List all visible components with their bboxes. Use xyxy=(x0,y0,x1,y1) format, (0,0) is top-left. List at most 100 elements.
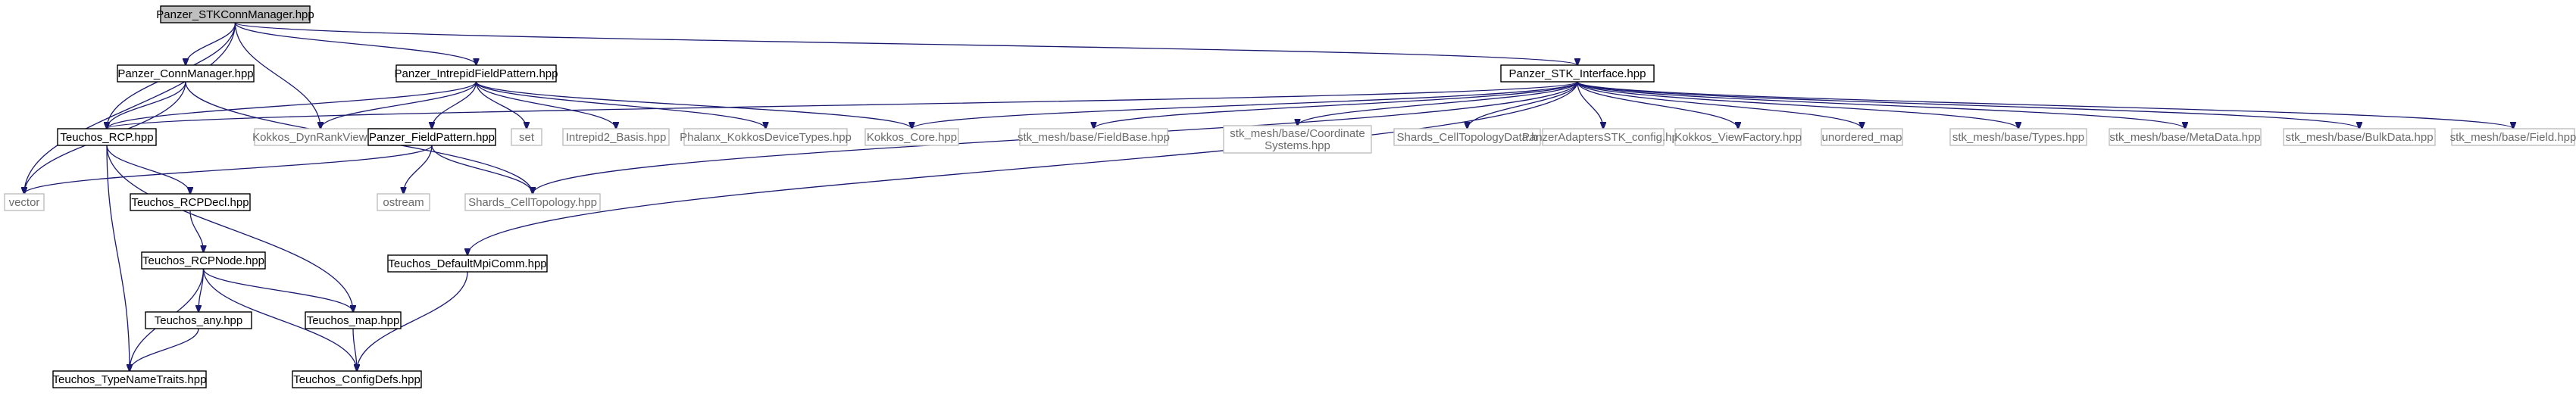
node-label: Teuchos_RCPDecl.hpp xyxy=(131,196,249,209)
graph-node[interactable]: Teuchos_RCPNode.hpp xyxy=(141,251,266,270)
graph-node[interactable]: Panzer_FieldPattern.hpp xyxy=(367,128,496,146)
edge-n2-to-n4 xyxy=(107,81,477,129)
graph-node[interactable]: Teuchos_map.hpp xyxy=(305,311,402,329)
graph-node: stk_mesh/base/FieldBase.hpp xyxy=(1018,128,1170,146)
edge-n6-to-n24 xyxy=(431,145,533,194)
node-box xyxy=(2283,128,2436,146)
node-label: Teuchos_ConfigDefs.hpp xyxy=(293,373,420,386)
node-label: Panzer_STK_Interface.hpp xyxy=(1509,67,1646,80)
node-box xyxy=(511,128,542,146)
edge-n25-to-n28 xyxy=(202,268,354,312)
node-box xyxy=(1542,128,1665,146)
node-label: stk_mesh/base/Types.hpp xyxy=(1952,131,2084,144)
edge-n4-to-n28 xyxy=(106,145,353,312)
graph-node[interactable]: Panzer_ConnManager.hpp xyxy=(117,64,255,83)
graph-node: set xyxy=(511,128,542,146)
node-box xyxy=(1949,128,2087,146)
edge-n2-to-n9 xyxy=(475,81,766,129)
node-label: Panzer_ConnManager.hpp xyxy=(117,67,253,80)
node-box xyxy=(1393,128,1541,146)
node-box xyxy=(52,370,207,388)
node-box xyxy=(2109,128,2262,146)
graph-node: vector xyxy=(4,193,45,211)
edge-n0-to-n2 xyxy=(234,22,477,65)
graph-node[interactable]: Teuchos_RCP.hpp xyxy=(57,128,157,146)
node-box xyxy=(1019,128,1168,146)
edge-n0-to-n3 xyxy=(234,22,1578,65)
edge-n26-to-n30 xyxy=(357,271,468,371)
node-box xyxy=(145,311,252,329)
node-box xyxy=(57,128,157,146)
node-label: set xyxy=(519,131,535,144)
node-box xyxy=(305,311,402,329)
node-label: Panzer_FieldPattern.hpp xyxy=(369,131,495,144)
node-label: ostream xyxy=(383,196,424,209)
edge-n22-to-n25 xyxy=(189,210,204,252)
edge-n4-to-n22 xyxy=(106,145,190,194)
edge-n3-to-n14 xyxy=(1577,81,1603,129)
node-box xyxy=(377,193,430,211)
node-box xyxy=(141,251,266,270)
edge-n6-to-n21 xyxy=(24,145,433,194)
graph-node: PanzerAdaptersSTK_config.hpp xyxy=(1522,128,1684,146)
graph-node: stk_mesh/base/MetaData.hpp xyxy=(2109,128,2262,146)
edge-n3-to-n12 xyxy=(1298,81,1578,126)
node-label: Shards_CellTopologyData.h xyxy=(1397,131,1538,144)
edge-n28-to-n30 xyxy=(352,328,357,371)
node-label: vector xyxy=(9,196,40,209)
node-label: Intrepid2_Basis.hpp xyxy=(566,131,667,144)
graph-node: Shards_CellTopology.hpp xyxy=(464,193,601,211)
node-label: Phalanx_KokkosDeviceTypes.hpp xyxy=(680,131,852,144)
node-label: stk_mesh/base/MetaData.hpp xyxy=(2109,131,2260,144)
graph-node[interactable]: Teuchos_TypeNameTraits.hpp xyxy=(52,370,207,388)
graph-node[interactable]: Teuchos_RCPDecl.hpp xyxy=(130,193,251,211)
node-box xyxy=(1674,128,1802,146)
graph-node[interactable]: Teuchos_ConfigDefs.hpp xyxy=(292,370,422,388)
node-box xyxy=(367,128,496,146)
edge-n3-to-n16 xyxy=(1577,81,1862,129)
edge-n6-to-n23 xyxy=(404,145,433,194)
edge-n0-to-n1 xyxy=(186,22,236,65)
edge-n3-to-n15 xyxy=(1577,81,1738,129)
node-box xyxy=(160,5,311,23)
graph-node[interactable]: Panzer_STK_Interface.hpp xyxy=(1500,64,1655,83)
edge-n2-to-n10 xyxy=(475,81,912,129)
edge-n3-to-n20 xyxy=(1577,81,2513,129)
graph-node[interactable]: Panzer_IntrepidFieldPattern.hpp xyxy=(395,64,558,83)
node-box xyxy=(683,128,848,146)
node-box xyxy=(117,64,255,83)
edge-n2-to-n5 xyxy=(320,81,477,129)
node-box xyxy=(562,128,670,146)
edge-n3-to-n26 xyxy=(467,81,1578,255)
node-label: Kokkos_Core.hpp xyxy=(867,131,957,144)
graph-node: stk_mesh/base/BulkData.hpp xyxy=(2283,128,2436,146)
node-label: Teuchos_map.hpp xyxy=(307,314,400,327)
node-label: Teuchos_RCP.hpp xyxy=(60,131,153,144)
node-label: Panzer_IntrepidFieldPattern.hpp xyxy=(395,67,558,80)
edges-layer xyxy=(24,22,2513,371)
graph-node[interactable]: Teuchos_DefaultMpiComm.hpp xyxy=(387,254,548,273)
graph-node[interactable]: Teuchos_any.hpp xyxy=(145,311,252,329)
edge-n3-to-n18 xyxy=(1577,81,2185,129)
edge-n3-to-n19 xyxy=(1577,81,2359,129)
graph-node: unordered_map xyxy=(1821,128,1903,146)
edge-n2-to-n7 xyxy=(475,81,527,129)
graph-node[interactable]: Panzer_STKConnManager.hpp xyxy=(156,5,314,23)
edge-n3-to-n4 xyxy=(107,81,1578,129)
graph-node: ostream xyxy=(377,193,430,211)
edge-n3-to-n13 xyxy=(1468,81,1578,129)
node-box xyxy=(292,370,422,388)
node-label: unordered_map xyxy=(1822,131,1902,144)
node-label: stk_mesh/base/BulkData.hpp xyxy=(2285,131,2433,144)
node-label: Teuchos_any.hpp xyxy=(155,314,242,327)
edge-n25-to-n30 xyxy=(202,268,358,371)
nodes-layer: Panzer_STKConnManager.hppPanzer_ConnMana… xyxy=(4,5,2576,388)
node-box xyxy=(1223,125,1372,154)
graph-node: stk_mesh/base/Field.hpp xyxy=(2450,128,2576,146)
node-box xyxy=(1821,128,1903,146)
node-box xyxy=(464,193,601,211)
node-label: Kokkos_ViewFactory.hpp xyxy=(1674,131,1802,144)
node-box xyxy=(130,193,251,211)
edge-n2-to-n8 xyxy=(475,81,617,129)
